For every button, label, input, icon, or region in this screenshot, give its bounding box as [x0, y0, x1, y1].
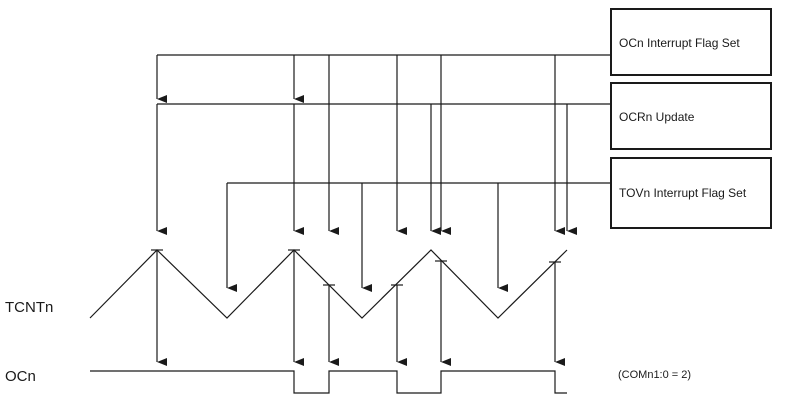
ocrn-update-box: OCRn Update — [610, 82, 772, 150]
ocn-interrupt-flag-label: OCn Interrupt Flag Set — [619, 36, 740, 50]
tovn-flag-arrows — [226, 183, 508, 292]
tcnt-waveform — [89, 249, 568, 319]
ocn-label: OCn — [5, 368, 36, 385]
ocn-flag-arrows — [156, 55, 565, 235]
tovn-interrupt-flag-label: TOVn Interrupt Flag Set — [619, 186, 747, 200]
tovn-interrupt-flag-box: TOVn Interrupt Flag Set — [610, 157, 772, 229]
ocrn-update-arrows — [156, 104, 577, 235]
tcnt-label: TCNTn — [5, 299, 53, 316]
com-mode-note: (COMn1:0 = 2) — [618, 369, 691, 381]
ocn-interrupt-flag-box: OCn Interrupt Flag Set — [610, 8, 772, 76]
compare-ticks — [151, 249, 561, 286]
ocrn-update-label: OCRn Update — [619, 110, 695, 124]
ocn-waveform — [90, 370, 567, 394]
ocn-toggle-arrows — [156, 250, 565, 366]
